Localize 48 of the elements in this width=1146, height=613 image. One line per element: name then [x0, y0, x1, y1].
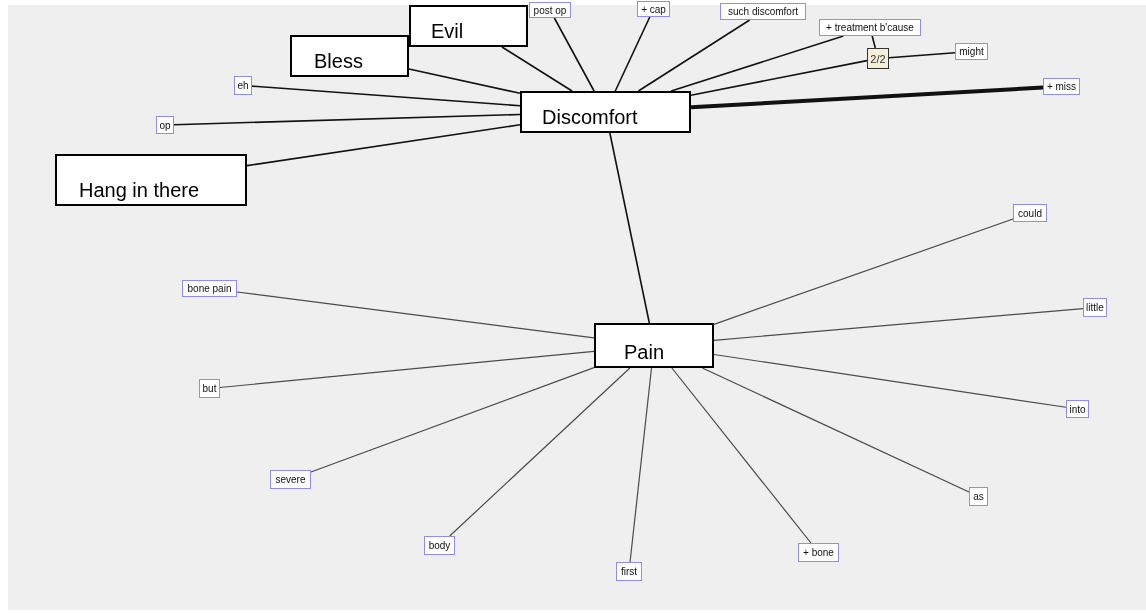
- word-label: + treatment b'cause: [819, 19, 921, 36]
- word-label: + bone: [798, 543, 839, 562]
- topic-box: Hang in there: [55, 154, 247, 206]
- word-label: first: [616, 562, 642, 581]
- connector-line: [888, 51, 956, 59]
- word-label: severe: [270, 470, 311, 489]
- word-label: might: [955, 43, 988, 60]
- connector-line: [690, 85, 1044, 110]
- connector-line: [713, 218, 1014, 325]
- word-label: bone pain: [182, 280, 237, 297]
- connector-line: [246, 124, 521, 167]
- word-label: such discomfort: [720, 3, 806, 20]
- word-label: eh: [234, 76, 252, 95]
- connector-line: [449, 367, 631, 537]
- count-badge: 2/2: [867, 48, 889, 69]
- word-label: could: [1013, 204, 1047, 222]
- connector-line: [614, 16, 651, 92]
- word-label: as: [969, 487, 988, 506]
- word-label: but: [199, 379, 220, 398]
- word-label: into: [1066, 400, 1089, 418]
- connector-line: [236, 291, 595, 339]
- word-label: + cap: [637, 1, 670, 17]
- connector-line: [408, 68, 521, 95]
- connector-line: [670, 35, 845, 92]
- connector-line: [310, 367, 595, 473]
- topic-box: Pain: [594, 323, 714, 368]
- word-label: body: [424, 536, 455, 555]
- connector-line: [637, 19, 751, 92]
- connector-line: [609, 132, 651, 324]
- connector-line: [690, 59, 868, 96]
- topic-box: Bless: [290, 35, 409, 77]
- connector-line: [629, 367, 653, 563]
- word-label: op: [156, 116, 174, 134]
- connector-line: [173, 113, 521, 126]
- topic-box: Discomfort: [520, 91, 691, 133]
- connector-line: [219, 350, 595, 389]
- word-label: + miss: [1043, 78, 1080, 95]
- topic-box: Evil: [409, 5, 528, 47]
- connector-line: [251, 85, 521, 107]
- connector-line: [501, 46, 573, 92]
- connector-line: [671, 367, 812, 544]
- connector-line: [871, 35, 877, 49]
- connector-line: [713, 307, 1084, 341]
- connector-line: [553, 17, 595, 92]
- word-label: post op: [529, 2, 571, 18]
- word-label: little: [1083, 298, 1107, 317]
- connector-line: [701, 367, 970, 493]
- connector-line: [713, 353, 1067, 408]
